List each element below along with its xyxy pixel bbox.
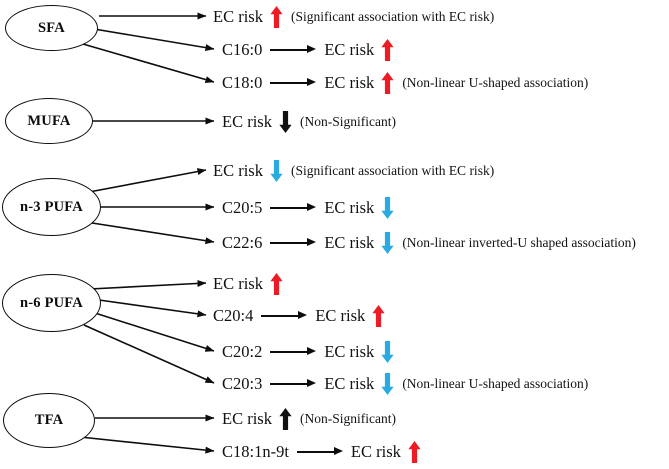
outcome-label: EC risk: [213, 6, 263, 26]
outcome-label: EC risk: [350, 441, 401, 461]
metabolite-label: C20:3: [222, 373, 263, 393]
connector-arrow-icon: [270, 202, 317, 214]
metabolite-label: C20:4: [213, 305, 254, 325]
outcome-label: EC risk: [324, 72, 375, 92]
outcome-label: EC risk: [213, 160, 263, 180]
association-note: (Non-linear U-shaped association): [402, 376, 589, 392]
association-note: (Non-Significant): [299, 411, 396, 427]
risk-row-mufa-r1: EC risk (Non-Significant): [222, 111, 396, 133]
node-label-mufa: MUFA: [27, 112, 71, 129]
risk-row-sfa-r3: C18:0 EC risk (Non-linear U-shaped associa…: [222, 72, 588, 94]
edge-sfa-to-sfa-r3: [82, 43, 215, 83]
outcome-label: EC risk: [213, 273, 263, 293]
metabolite-label: C18:0: [222, 72, 263, 92]
arrow-down-icon: [381, 341, 394, 363]
arrow-down-icon: [279, 111, 292, 133]
node-tfa[interactable]: TFA: [3, 393, 95, 448]
arrow-up-icon: [381, 39, 394, 61]
connector-arrow-icon: [296, 446, 343, 458]
edge-sfa-to-sfa-r2: [93, 28, 215, 52]
outcome-label: EC risk: [324, 39, 375, 59]
connector-arrow-icon: [270, 44, 317, 56]
metabolite-label: C18:1n-9t: [222, 441, 289, 461]
arrow-down-icon: [381, 232, 394, 254]
node-n6pufa[interactable]: n-6 PUFA: [2, 274, 101, 332]
outcome-label: EC risk: [324, 373, 375, 393]
outcome-label: EC risk: [315, 305, 366, 325]
metabolite-label: C20:2: [222, 341, 263, 361]
arrow-up-icon: [372, 305, 385, 327]
node-label-n6pufa: n-6 PUFA: [20, 294, 83, 311]
metabolite-label: C22:6: [222, 232, 263, 252]
arrow-up-icon: [381, 72, 394, 94]
node-n3pufa[interactable]: n-3 PUFA: [2, 178, 101, 236]
risk-row-sfa-r1: EC risk (Significant association with EC …: [213, 6, 494, 28]
arrow-down-icon: [270, 160, 283, 182]
association-note: (Significant association with EC risk): [290, 9, 495, 25]
edge-tfa-to-tfa-r2: [79, 436, 215, 454]
arrow-down-icon: [381, 197, 394, 219]
metabolite-label: C20:5: [222, 197, 263, 217]
risk-row-n6-r4: C20:3 EC risk (Non-linear U-shaped associa…: [222, 373, 588, 395]
risk-row-n6-r3: C20:2 EC risk: [222, 341, 395, 363]
risk-row-sfa-r2: C16:0 EC risk: [222, 39, 395, 61]
risk-row-n3-r2: C20:5 EC risk: [222, 197, 395, 219]
outcome-label: EC risk: [222, 111, 272, 131]
edge-n3pufa-to-n3-r1: [88, 168, 207, 193]
arrow-up-icon: [279, 408, 292, 430]
node-label-sfa: SFA: [38, 19, 65, 36]
edge-n3pufa-to-n3-r3: [91, 222, 215, 245]
node-mufa[interactable]: MUFA: [5, 98, 93, 144]
arrow-down-icon: [381, 373, 394, 395]
risk-row-tfa-r1: EC risk (Non-Significant): [222, 408, 396, 430]
edge-n6pufa-to-n6-r3: [94, 312, 215, 352]
connector-arrow-icon: [270, 237, 317, 249]
connector-arrow-icon: [270, 77, 317, 89]
metabolite-label: C16:0: [222, 39, 263, 59]
association-note: (Non-Significant): [299, 114, 396, 130]
risk-row-n3-r3: C22:6 EC risk (Non-linear inverted-U shape…: [222, 232, 636, 254]
arrow-up-icon: [408, 441, 421, 463]
connector-arrow-icon: [270, 378, 317, 390]
outcome-label: EC risk: [222, 408, 272, 428]
risk-row-tfa-r2: C18:1n-9t EC risk: [222, 441, 422, 463]
risk-row-n6-r1: EC risk: [213, 273, 284, 295]
node-label-tfa: TFA: [34, 412, 64, 428]
edge-n6pufa-to-n6-r4: [83, 324, 215, 384]
node-label-n3pufa: n-3 PUFA: [20, 198, 83, 215]
association-note: (Non-linear U-shaped association): [402, 75, 589, 91]
edge-n6pufa-to-n6-r2: [98, 299, 207, 318]
risk-row-n6-r2: C20:4 EC risk: [213, 305, 386, 327]
outcome-label: EC risk: [324, 197, 375, 217]
outcome-label: EC risk: [324, 232, 375, 252]
connector-arrow-icon: [261, 310, 308, 322]
association-note: (Significant association with EC risk): [290, 163, 495, 179]
node-sfa[interactable]: SFA: [5, 5, 98, 51]
association-note: (Non-linear inverted-U shaped associatio…: [402, 235, 636, 251]
outcome-label: EC risk: [324, 341, 375, 361]
arrow-up-icon: [270, 6, 283, 28]
edge-n6pufa-to-n6-r1: [89, 279, 207, 290]
connector-arrow-icon: [270, 346, 317, 358]
arrow-up-icon: [270, 273, 283, 295]
risk-row-n3-r1: EC risk (Significant association with EC …: [213, 160, 494, 182]
